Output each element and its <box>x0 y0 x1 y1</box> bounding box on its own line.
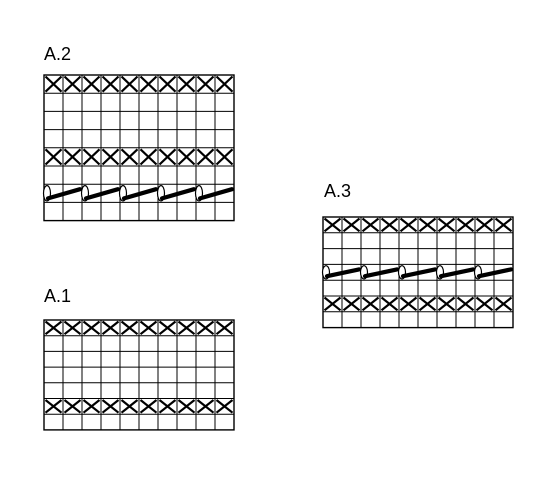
cross-stitch-symbol <box>101 320 120 336</box>
cross-stitch-symbol <box>418 217 437 233</box>
cross-stitch-symbol <box>44 399 63 414</box>
cross-stitch-symbol <box>120 148 139 166</box>
cross-stitch-symbol <box>44 148 63 166</box>
chart-a1-title: A.1 <box>44 286 71 306</box>
cross-stitch-symbol <box>215 75 234 93</box>
cross-stitch-symbol <box>437 217 456 233</box>
chart-a3-grid <box>321 216 514 329</box>
chart-a3: A.3 <box>321 181 514 329</box>
cross-stitch-symbol <box>196 148 215 166</box>
cross-stitch-symbol <box>361 296 380 312</box>
cross-stitch-symbol <box>82 75 101 93</box>
chart-a2-title: A.2 <box>44 44 71 64</box>
cable-twist-symbol <box>321 265 362 280</box>
cable-twist-symbol <box>435 265 476 280</box>
cross-stitch-symbol <box>139 75 158 93</box>
cross-stitch-symbol <box>177 148 196 166</box>
cross-stitch-symbol <box>456 296 475 312</box>
cross-stitch-symbol <box>44 75 63 93</box>
cable-twist-symbol <box>194 185 235 202</box>
cross-stitch-symbol <box>139 320 158 336</box>
cross-stitch-symbol <box>139 148 158 166</box>
cross-stitch-symbol <box>323 217 342 233</box>
cross-stitch-symbol <box>196 399 215 414</box>
cross-stitch-symbol <box>418 296 437 312</box>
cross-stitch-symbol <box>158 148 177 166</box>
cross-stitch-symbol <box>494 296 513 312</box>
cross-stitch-symbol <box>177 399 196 414</box>
cross-stitch-symbol <box>101 148 120 166</box>
cross-stitch-symbol <box>342 217 361 233</box>
cross-stitch-symbol <box>475 217 494 233</box>
cross-stitch-symbol <box>342 296 361 312</box>
cross-stitch-symbol <box>399 296 418 312</box>
cable-twist-symbol <box>473 265 514 280</box>
cross-stitch-symbol <box>63 399 82 414</box>
cross-stitch-symbol <box>158 320 177 336</box>
cross-stitch-symbol <box>215 320 234 336</box>
cross-stitch-symbol <box>177 75 196 93</box>
cross-stitch-symbol <box>101 75 120 93</box>
cross-stitch-symbol <box>139 399 158 414</box>
cross-stitch-symbol <box>215 399 234 414</box>
cross-stitch-symbol <box>399 217 418 233</box>
cross-stitch-symbol <box>82 399 101 414</box>
cross-stitch-symbol <box>63 148 82 166</box>
cross-stitch-symbol <box>82 148 101 166</box>
cable-twist-symbol <box>118 185 159 202</box>
cross-stitch-symbol <box>120 75 139 93</box>
cross-stitch-symbol <box>323 296 342 312</box>
cross-stitch-symbol <box>158 399 177 414</box>
cross-stitch-symbol <box>215 148 234 166</box>
chart-a2: A.2 <box>42 44 235 222</box>
chart-a2-grid <box>42 74 235 222</box>
cable-twist-symbol <box>42 185 83 202</box>
cross-stitch-symbol <box>120 399 139 414</box>
cross-stitch-symbol <box>196 320 215 336</box>
cross-stitch-symbol <box>380 217 399 233</box>
cross-stitch-symbol <box>456 217 475 233</box>
chart-a3-title: A.3 <box>324 181 351 201</box>
cross-stitch-symbol <box>120 320 139 336</box>
cross-stitch-symbol <box>475 296 494 312</box>
cross-stitch-symbol <box>361 217 380 233</box>
cable-twist-symbol <box>359 265 400 280</box>
cross-stitch-symbol <box>494 217 513 233</box>
cross-stitch-symbol <box>63 320 82 336</box>
chart-a1-grid <box>43 319 235 431</box>
cross-stitch-symbol <box>158 75 177 93</box>
cross-stitch-symbol <box>44 320 63 336</box>
cross-stitch-symbol <box>63 75 82 93</box>
cross-stitch-symbol <box>82 320 101 336</box>
cable-twist-symbol <box>397 265 438 280</box>
cable-twist-symbol <box>156 185 197 202</box>
cross-stitch-symbol <box>101 399 120 414</box>
chart-a1: A.1 <box>43 286 235 431</box>
cross-stitch-symbol <box>437 296 456 312</box>
cable-twist-symbol <box>80 185 121 202</box>
cross-stitch-symbol <box>196 75 215 93</box>
cross-stitch-symbol <box>380 296 399 312</box>
cross-stitch-symbol <box>177 320 196 336</box>
